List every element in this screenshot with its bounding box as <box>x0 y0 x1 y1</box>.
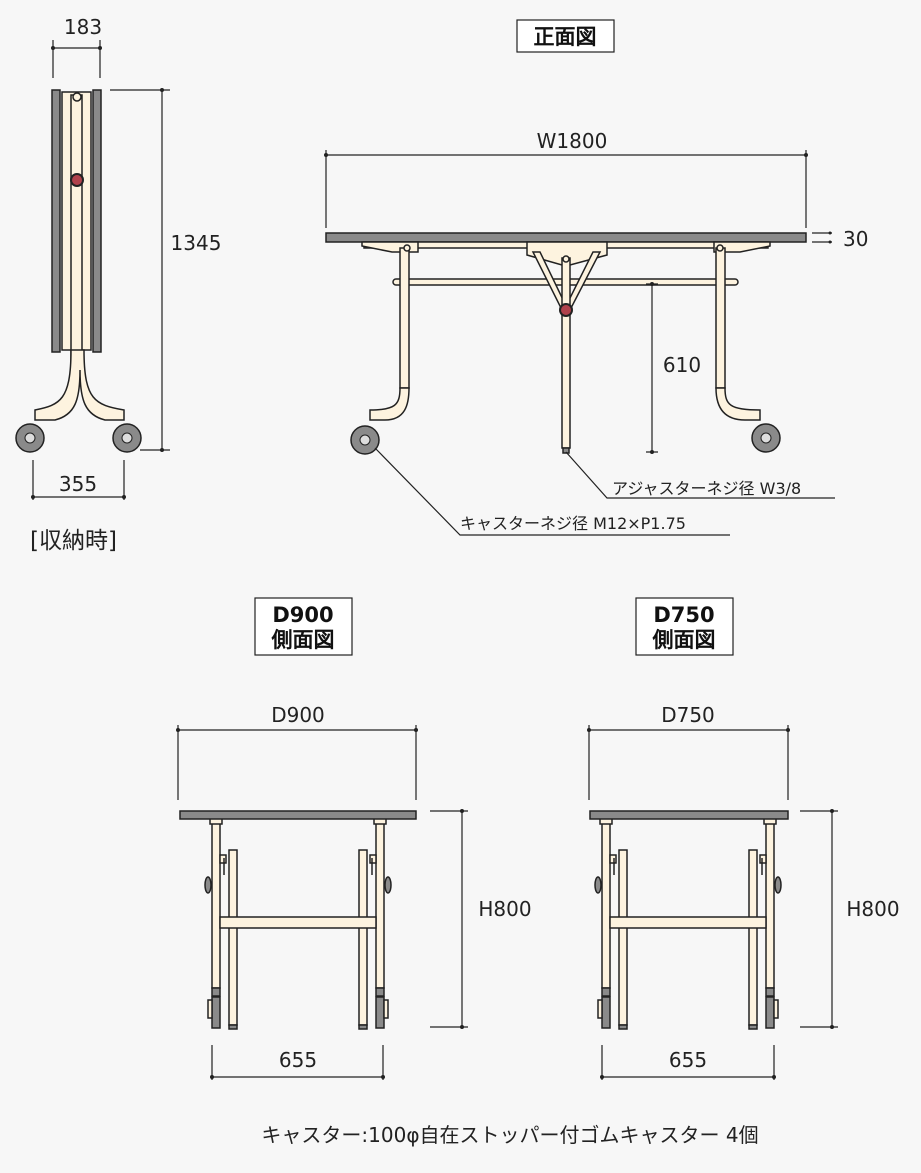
side-view-d750: D750 側面図 D750 H800 655 <box>587 597 900 1080</box>
d750-title-line2: 側面図 <box>652 628 716 652</box>
d750-span-label: 655 <box>669 1048 707 1072</box>
folded-caption: [収納時] <box>30 528 117 554</box>
d900-span-label: 655 <box>279 1048 317 1072</box>
side-view-d900: D900 側面図 D900 H800 655 <box>176 597 532 1080</box>
d900-title-line2: 側面図 <box>271 628 335 652</box>
front-title: 正面図 <box>534 25 597 49</box>
d750-depth-label: D750 <box>661 703 715 727</box>
leg-height-label: 610 <box>663 353 701 377</box>
adjuster-note: アジャスターネジ径 W3/8 <box>612 479 801 498</box>
folded-height-label: 1345 <box>171 231 222 255</box>
folded-width-label: 183 <box>64 15 102 39</box>
front-width-label: W1800 <box>537 129 608 153</box>
d900-depth-label: D900 <box>271 703 325 727</box>
caster-note: キャスターネジ径 M12×P1.75 <box>460 514 686 533</box>
folded-view: 183 1345 355 [収納時] <box>15 15 222 554</box>
d750-title-line1: D750 <box>653 603 714 627</box>
d750-height-label: H800 <box>846 897 899 921</box>
front-view: 正面図 W1800 30 610 アジャスターネジ径 W3/8 キャスターネジ径… <box>324 19 868 536</box>
front-title-box <box>516 19 615 53</box>
caster-caption: キャスター:100φ自在ストッパー付ゴムキャスター 4個 <box>261 1123 758 1147</box>
d900-title-line1: D900 <box>272 603 333 627</box>
top-thickness-label: 30 <box>843 227 868 251</box>
d900-height-label: H800 <box>478 897 531 921</box>
folded-base-label: 355 <box>59 472 97 496</box>
